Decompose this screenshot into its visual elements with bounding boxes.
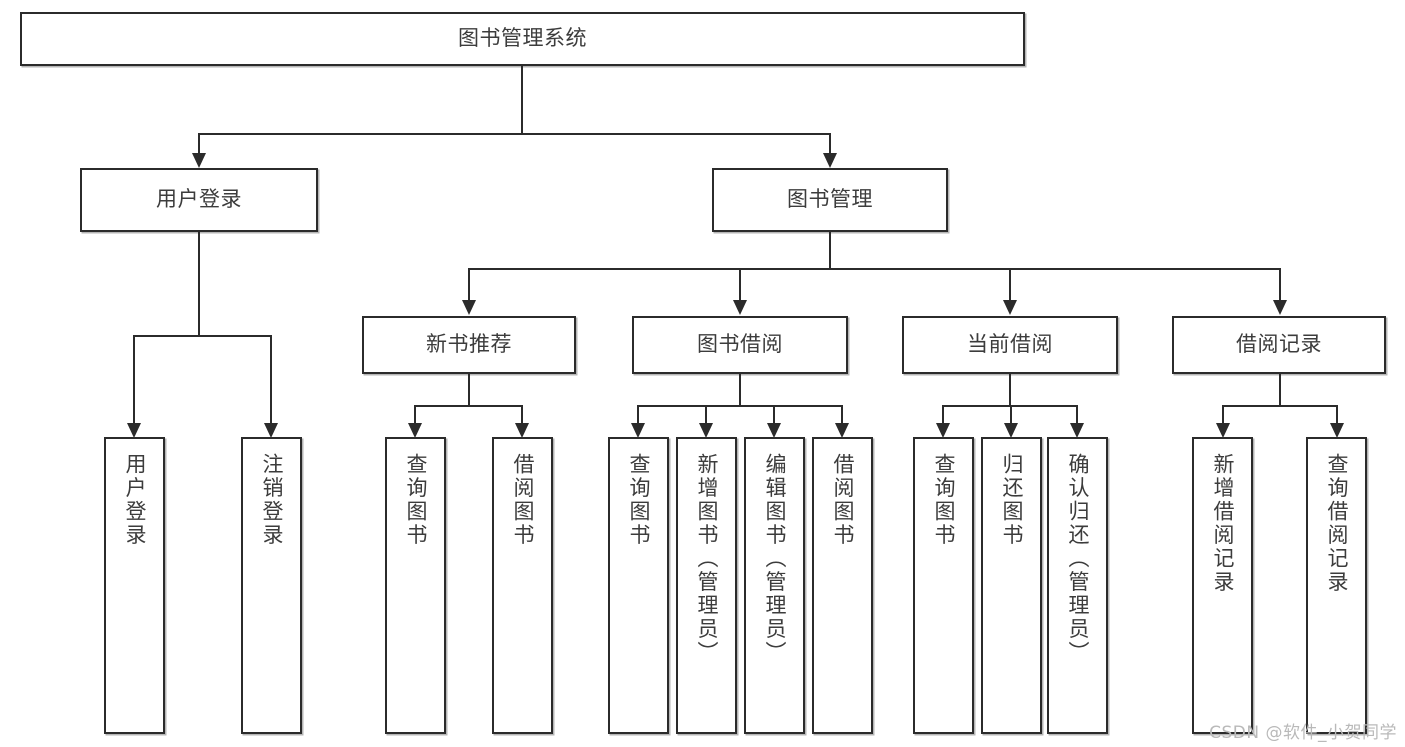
leaf-query-book-current[interactable]: 查询图书 bbox=[913, 437, 974, 734]
node-label: 查询图书 bbox=[932, 453, 956, 547]
arrow-to-leaf-user-login bbox=[127, 423, 141, 438]
leaf-add-book-admin[interactable]: 新增图书（管理员） bbox=[676, 437, 737, 734]
arrow-to-user-login bbox=[192, 153, 206, 168]
node-label: 归还图书 bbox=[1000, 453, 1024, 547]
node-current-borrow[interactable]: 当前借阅 bbox=[902, 316, 1118, 374]
arrow-to-leaf-edit-book bbox=[767, 423, 781, 438]
connector-current-borrow-drop-2 bbox=[1010, 405, 1012, 423]
node-label: 编辑图书（管理员） bbox=[763, 453, 787, 665]
node-label: 借阅图书 bbox=[511, 453, 535, 547]
node-label: 查询借阅记录 bbox=[1325, 453, 1349, 594]
connector-new-book-drop-2 bbox=[521, 405, 523, 423]
connector-user-login-drop-2 bbox=[270, 335, 272, 423]
connector-user-login-stem bbox=[198, 232, 200, 336]
node-new-book-recommend[interactable]: 新书推荐 bbox=[362, 316, 576, 374]
arrow-to-leaf-query-book-1 bbox=[408, 423, 422, 438]
leaf-edit-book-admin[interactable]: 编辑图书（管理员） bbox=[744, 437, 805, 734]
csdn-watermark: CSDN @软件_小贺同学 bbox=[1209, 723, 1397, 743]
connector-level2-drop-right bbox=[829, 133, 831, 153]
node-user-login[interactable]: 用户登录 bbox=[80, 168, 318, 232]
node-book-borrow[interactable]: 图书借阅 bbox=[632, 316, 848, 374]
leaf-query-book-borrow[interactable]: 查询图书 bbox=[608, 437, 669, 734]
arrow-to-leaf-query-borrow-record bbox=[1330, 423, 1344, 438]
connector-book-borrow-drop-2 bbox=[705, 405, 707, 423]
node-label: 借阅记录 bbox=[1236, 332, 1322, 357]
connector-book-management-stem bbox=[829, 232, 831, 269]
node-book-management[interactable]: 图书管理 bbox=[712, 168, 948, 232]
arrow-to-leaf-add-borrow-record bbox=[1216, 423, 1230, 438]
connector-borrow-record-bar bbox=[1222, 405, 1338, 407]
leaf-return-book[interactable]: 归还图书 bbox=[981, 437, 1042, 734]
connector-book-borrow-drop-1 bbox=[637, 405, 639, 423]
connector-level3-drop-4 bbox=[1279, 268, 1281, 300]
node-label: 确认归还（管理员） bbox=[1066, 453, 1090, 665]
connector-level2-bar bbox=[198, 133, 831, 135]
connector-new-book-drop-1 bbox=[414, 405, 416, 423]
connector-level3-bar bbox=[468, 268, 1281, 270]
connector-book-borrow-stem bbox=[739, 374, 741, 406]
connector-root-stem bbox=[521, 66, 523, 134]
node-borrow-record[interactable]: 借阅记录 bbox=[1172, 316, 1386, 374]
connector-book-borrow-bar bbox=[637, 405, 843, 407]
node-label: 当前借阅 bbox=[967, 332, 1053, 357]
connector-user-login-bar bbox=[133, 335, 271, 337]
leaf-borrow-book-new[interactable]: 借阅图书 bbox=[492, 437, 553, 734]
leaf-query-book-new[interactable]: 查询图书 bbox=[385, 437, 446, 734]
connector-book-borrow-drop-3 bbox=[773, 405, 775, 423]
arrow-to-leaf-borrow-book-1 bbox=[515, 423, 529, 438]
connector-level3-drop-3 bbox=[1009, 268, 1011, 300]
arrow-to-leaf-logout bbox=[264, 423, 278, 438]
leaf-query-borrow-record[interactable]: 查询借阅记录 bbox=[1306, 437, 1367, 734]
connector-level3-drop-1 bbox=[468, 268, 470, 300]
arrow-to-borrow-record bbox=[1273, 300, 1287, 315]
leaf-confirm-return-admin[interactable]: 确认归还（管理员） bbox=[1047, 437, 1108, 734]
connector-new-book-bar bbox=[414, 405, 523, 407]
leaf-add-borrow-record[interactable]: 新增借阅记录 bbox=[1192, 437, 1253, 734]
arrow-to-current-borrow bbox=[1003, 300, 1017, 315]
node-label: 图书管理 bbox=[787, 187, 873, 212]
node-label: 图书管理系统 bbox=[458, 26, 587, 51]
node-label: 新书推荐 bbox=[426, 332, 512, 357]
arrow-to-leaf-add-book bbox=[699, 423, 713, 438]
arrow-to-book-borrow bbox=[733, 300, 747, 315]
connector-current-borrow-stem bbox=[1009, 374, 1011, 406]
connector-borrow-record-drop-1 bbox=[1222, 405, 1224, 423]
leaf-borrow-book[interactable]: 借阅图书 bbox=[812, 437, 873, 734]
node-label: 查询图书 bbox=[404, 453, 428, 547]
node-label: 查询图书 bbox=[627, 453, 651, 547]
connector-borrow-record-stem bbox=[1279, 374, 1281, 406]
arrow-to-leaf-borrow-book-2 bbox=[835, 423, 849, 438]
connector-current-borrow-drop-1 bbox=[942, 405, 944, 423]
leaf-logout[interactable]: 注销登录 bbox=[241, 437, 302, 734]
node-label: 借阅图书 bbox=[831, 453, 855, 547]
connector-current-borrow-drop-3 bbox=[1076, 405, 1078, 423]
connector-book-borrow-drop-4 bbox=[841, 405, 843, 423]
arrow-to-leaf-return-book bbox=[1004, 423, 1018, 438]
node-label: 图书借阅 bbox=[697, 332, 783, 357]
connector-level3-drop-2 bbox=[739, 268, 741, 300]
leaf-user-login[interactable]: 用户登录 bbox=[104, 437, 165, 734]
node-label: 用户登录 bbox=[123, 453, 147, 547]
node-label: 新增图书（管理员） bbox=[695, 453, 719, 665]
arrow-to-leaf-query-book-3 bbox=[936, 423, 950, 438]
node-label: 注销登录 bbox=[260, 453, 284, 547]
node-label: 新增借阅记录 bbox=[1211, 453, 1235, 594]
arrow-to-leaf-query-book-2 bbox=[631, 423, 645, 438]
connector-level2-drop-left bbox=[198, 133, 200, 153]
node-label: 用户登录 bbox=[156, 187, 242, 212]
arrow-to-book-management bbox=[823, 153, 837, 168]
node-root-book-management-system[interactable]: 图书管理系统 bbox=[20, 12, 1025, 66]
connector-new-book-stem bbox=[468, 374, 470, 406]
connector-user-login-drop-1 bbox=[133, 335, 135, 423]
connector-borrow-record-drop-2 bbox=[1336, 405, 1338, 423]
arrow-to-leaf-confirm-return bbox=[1070, 423, 1084, 438]
arrow-to-new-book-recommend bbox=[462, 300, 476, 315]
